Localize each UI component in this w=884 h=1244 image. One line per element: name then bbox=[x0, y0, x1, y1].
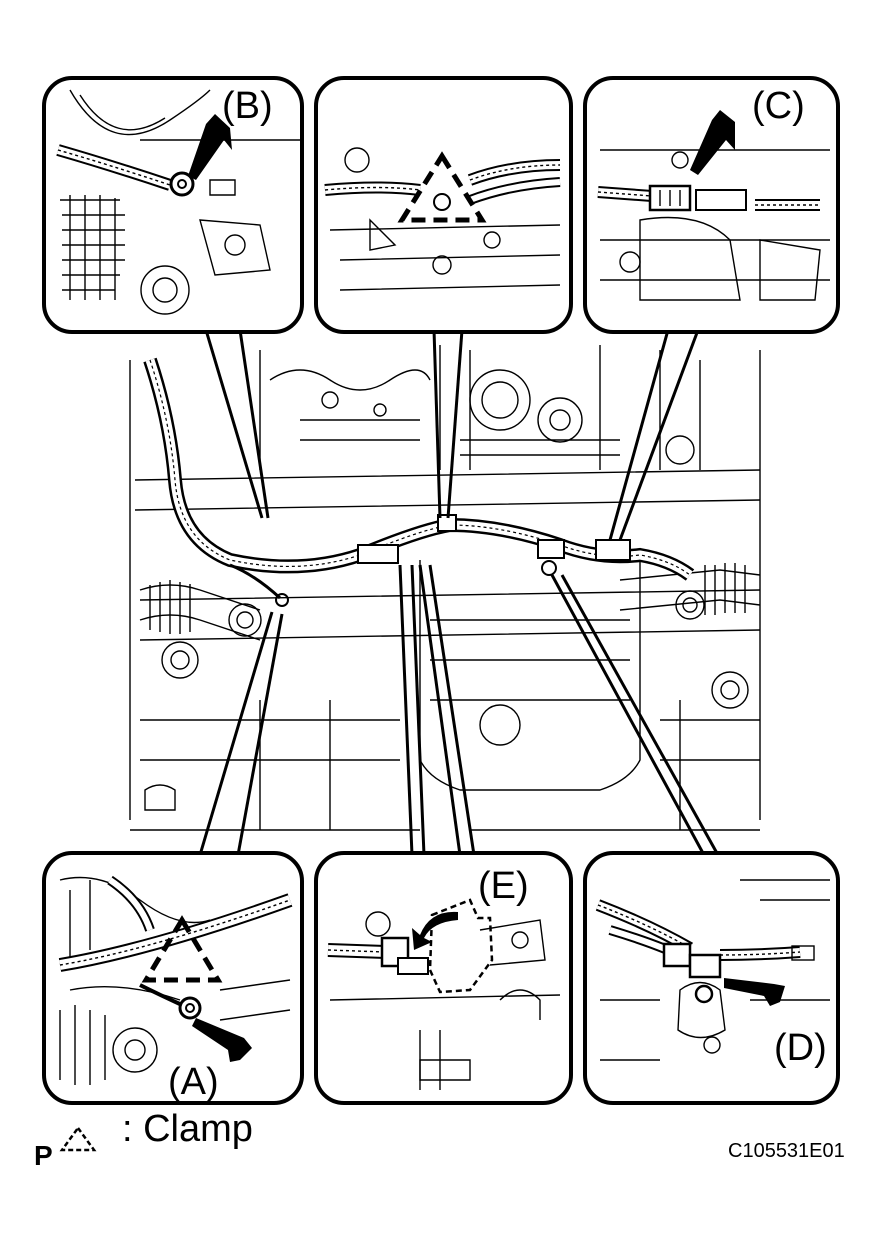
figure-id: C105531E01 bbox=[728, 1140, 845, 1162]
inset-b-panel: (B) bbox=[42, 76, 304, 334]
bolt-b bbox=[169, 171, 195, 197]
inset-c-panel: (C) bbox=[583, 76, 840, 334]
inset-a-panel: (A) bbox=[42, 851, 304, 1105]
inset-clamp-top-panel bbox=[314, 76, 573, 334]
clamp-triangle-icon bbox=[141, 915, 223, 983]
inset-d-panel: (D) bbox=[583, 851, 840, 1105]
arrow-icon bbox=[192, 1018, 252, 1062]
leader-lines bbox=[198, 329, 720, 856]
inset-e-panel: (E) bbox=[314, 851, 573, 1105]
callout-label-d: (D) bbox=[774, 1027, 827, 1069]
legend-prefix: P bbox=[34, 1140, 53, 1171]
callout-label-b: (B) bbox=[222, 85, 273, 127]
arrow-icon bbox=[724, 978, 785, 1006]
callout-label-a: (A) bbox=[168, 1061, 219, 1103]
callout-label-c: (C) bbox=[752, 85, 805, 127]
main-underbody-view bbox=[129, 345, 761, 831]
curved-arrow-icon bbox=[412, 911, 458, 950]
arrow-icon bbox=[690, 110, 735, 175]
dashed-connector-outline bbox=[428, 898, 494, 994]
callout-label-e: (E) bbox=[478, 865, 529, 907]
arrow-icon bbox=[188, 114, 232, 180]
legend-clamp-label: : Clamp bbox=[122, 1108, 253, 1150]
clamp-triangle-icon bbox=[397, 151, 487, 223]
main-wire-harness bbox=[143, 357, 695, 600]
bolt-a bbox=[178, 996, 202, 1020]
clamp-triangle-icon bbox=[59, 1125, 97, 1152]
